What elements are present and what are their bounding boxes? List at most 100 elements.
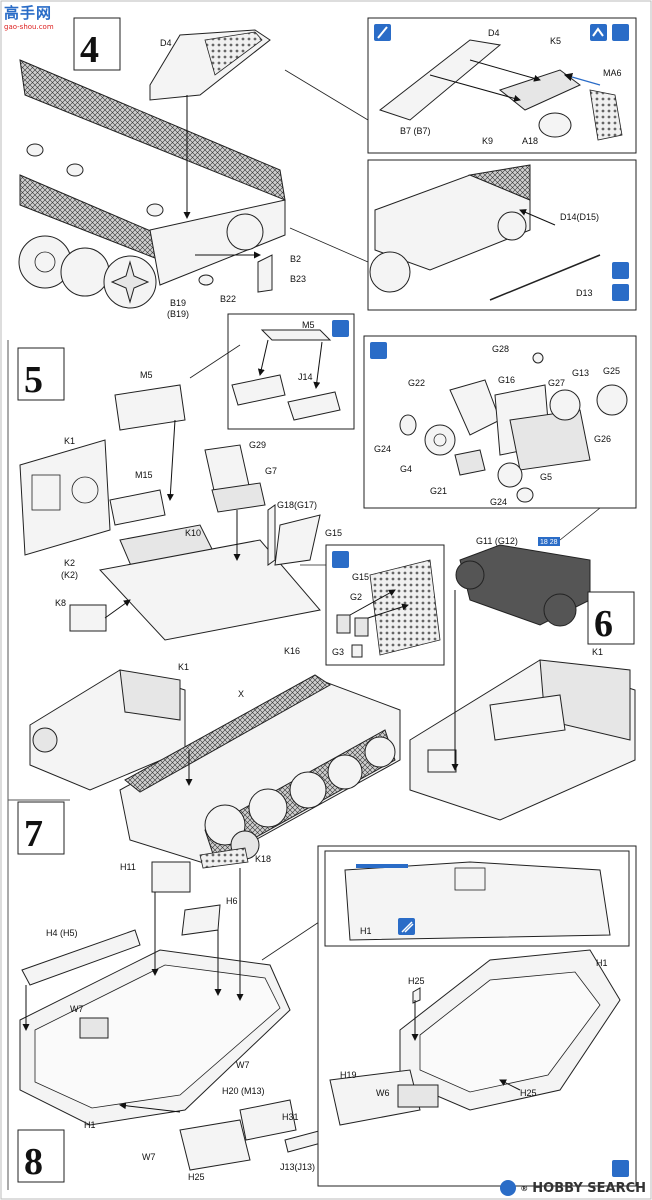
part-g4 [424, 424, 456, 456]
label-k2: K2 [64, 558, 75, 568]
step5-labels: M5 K1 M15 K10 K2 (K2) K8 G29 G7 G18(G17)… [55, 370, 342, 656]
arrow-4a-2 [429, 74, 521, 102]
callout-label-k9: K9 [482, 136, 493, 146]
callout-label-h1-b: H1 [596, 958, 608, 968]
label-k10: K10 [185, 528, 201, 538]
interior-box [427, 749, 457, 773]
part-k18 [199, 847, 249, 869]
callout-label-ma6: MA6 [603, 68, 622, 78]
part-j14-b [287, 391, 341, 421]
label-h20: H20 (M13) [222, 1086, 265, 1096]
step-4-number: 4 [80, 29, 99, 71]
wheel-1-hub [34, 251, 56, 273]
callout-label-k5: K5 [550, 36, 561, 46]
callout-label-a18: A18 [522, 136, 538, 146]
callout-label-g28: G28 [492, 344, 509, 354]
callout-label-h1-a: H1 [360, 926, 372, 936]
label-h4: H4 (H5) [46, 928, 78, 938]
watermark-url: gao-shou.com [4, 23, 54, 31]
part-d4-mesh [204, 31, 263, 76]
fold-icon [590, 24, 607, 41]
wheel-detail [497, 211, 527, 241]
arrow-5a-2 [313, 341, 323, 389]
callout-label-g5: G5 [540, 472, 552, 482]
callout-label-d4: D4 [488, 28, 500, 38]
label-g11: G11 (G12) [476, 536, 518, 546]
part-h20 [179, 1119, 251, 1171]
hobbysearch-brand: HOBBY SEARCH [532, 1180, 646, 1196]
arrow-w7 [119, 1102, 181, 1113]
part-h19 [329, 1069, 421, 1126]
part-h31 [239, 1099, 297, 1141]
part-g15 [274, 514, 321, 566]
paint-icon-mark [401, 921, 414, 933]
label-h25: H25 [188, 1172, 205, 1182]
g11-right-drum [543, 593, 577, 627]
label-g15: G15 [325, 528, 342, 538]
callout-label-h19: H19 [340, 1070, 357, 1080]
part-g5 [497, 462, 523, 488]
roller-3 [146, 203, 164, 217]
label-k1-step7: K1 [178, 662, 189, 672]
small-k1 [119, 669, 181, 721]
callout-box-5a: M5 J14 [227, 313, 355, 430]
callout-line-5a [189, 344, 241, 379]
callout-label-g27: G27 [548, 378, 565, 388]
fold-icon-mark [592, 27, 604, 37]
interior-bench [489, 694, 566, 741]
road-wheel-4 [327, 754, 363, 790]
part-g13 [549, 389, 581, 421]
label-h31: H31 [282, 1112, 299, 1122]
label-b2: B2 [290, 254, 301, 264]
watermark-top: 高手网 gao-shou.com [4, 2, 54, 31]
step-8-number: 8 [24, 1141, 43, 1183]
part-k16-floor [99, 539, 321, 641]
callout-box-5b: G15 G2 G3 [325, 544, 445, 666]
step-7-number: 7 [24, 813, 43, 855]
step-7: 7 K1 X [17, 662, 401, 866]
label-x: X [238, 689, 244, 699]
part-g25 [596, 384, 628, 416]
step-8: 8 H11 K18 H6 H4 (H5) W7 W7 H1 W7 H20 (M1… [17, 845, 637, 1187]
rotate-icon [612, 262, 629, 279]
callout-label-g24-left: G24 [374, 444, 391, 454]
step-6: G28 G22 G16 G27 G13 G25 G24 G4 G26 G21 G… [363, 335, 637, 821]
callout-label-g26: G26 [594, 434, 611, 444]
callout-label-g24-right: G24 [490, 497, 507, 507]
part-k1-panel [19, 439, 111, 556]
callout-label-g25: G25 [603, 366, 620, 376]
callout-label-j14: J14 [298, 372, 313, 382]
part-a18-detail [538, 112, 572, 138]
callout-label-g22: G22 [408, 378, 425, 388]
sheet-badge-text: 18 28 [540, 539, 558, 546]
part-g18 [267, 504, 276, 566]
arrow-k8 [104, 599, 131, 619]
step-5: 5 M5 J14 M5 K1 [17, 313, 445, 666]
part-b19 [198, 274, 214, 286]
chassis-track-top [124, 674, 331, 793]
callout-line-6 [559, 507, 601, 541]
part-j14-a [231, 374, 286, 406]
k1-round-window [71, 476, 99, 504]
label-b19-paren: (B19) [167, 309, 189, 319]
part-g2-b [354, 617, 369, 637]
hobbysearch-reg: ® [520, 1183, 529, 1193]
part-g4-hub [433, 433, 447, 447]
roller-1 [26, 143, 44, 157]
step-5-box [17, 347, 65, 401]
callout-label-b7: B7 (B7) [400, 126, 431, 136]
upper-hull-inner [34, 964, 281, 1109]
label-w7-c: W7 [142, 1152, 156, 1162]
arrow-4a-1 [469, 59, 541, 82]
label-b19: B19 [170, 298, 186, 308]
label-b22: B22 [220, 294, 236, 304]
label-m5: M5 [140, 370, 153, 380]
callout-box-8: H1 H1 H25 H19 W6 H25 [317, 845, 637, 1187]
part-w7-hatch [79, 1017, 109, 1039]
callout-line-8 [261, 919, 323, 961]
callout-label-w6: W6 [376, 1088, 390, 1098]
part-d13 [489, 254, 601, 301]
label-h11: H11 [120, 862, 136, 872]
